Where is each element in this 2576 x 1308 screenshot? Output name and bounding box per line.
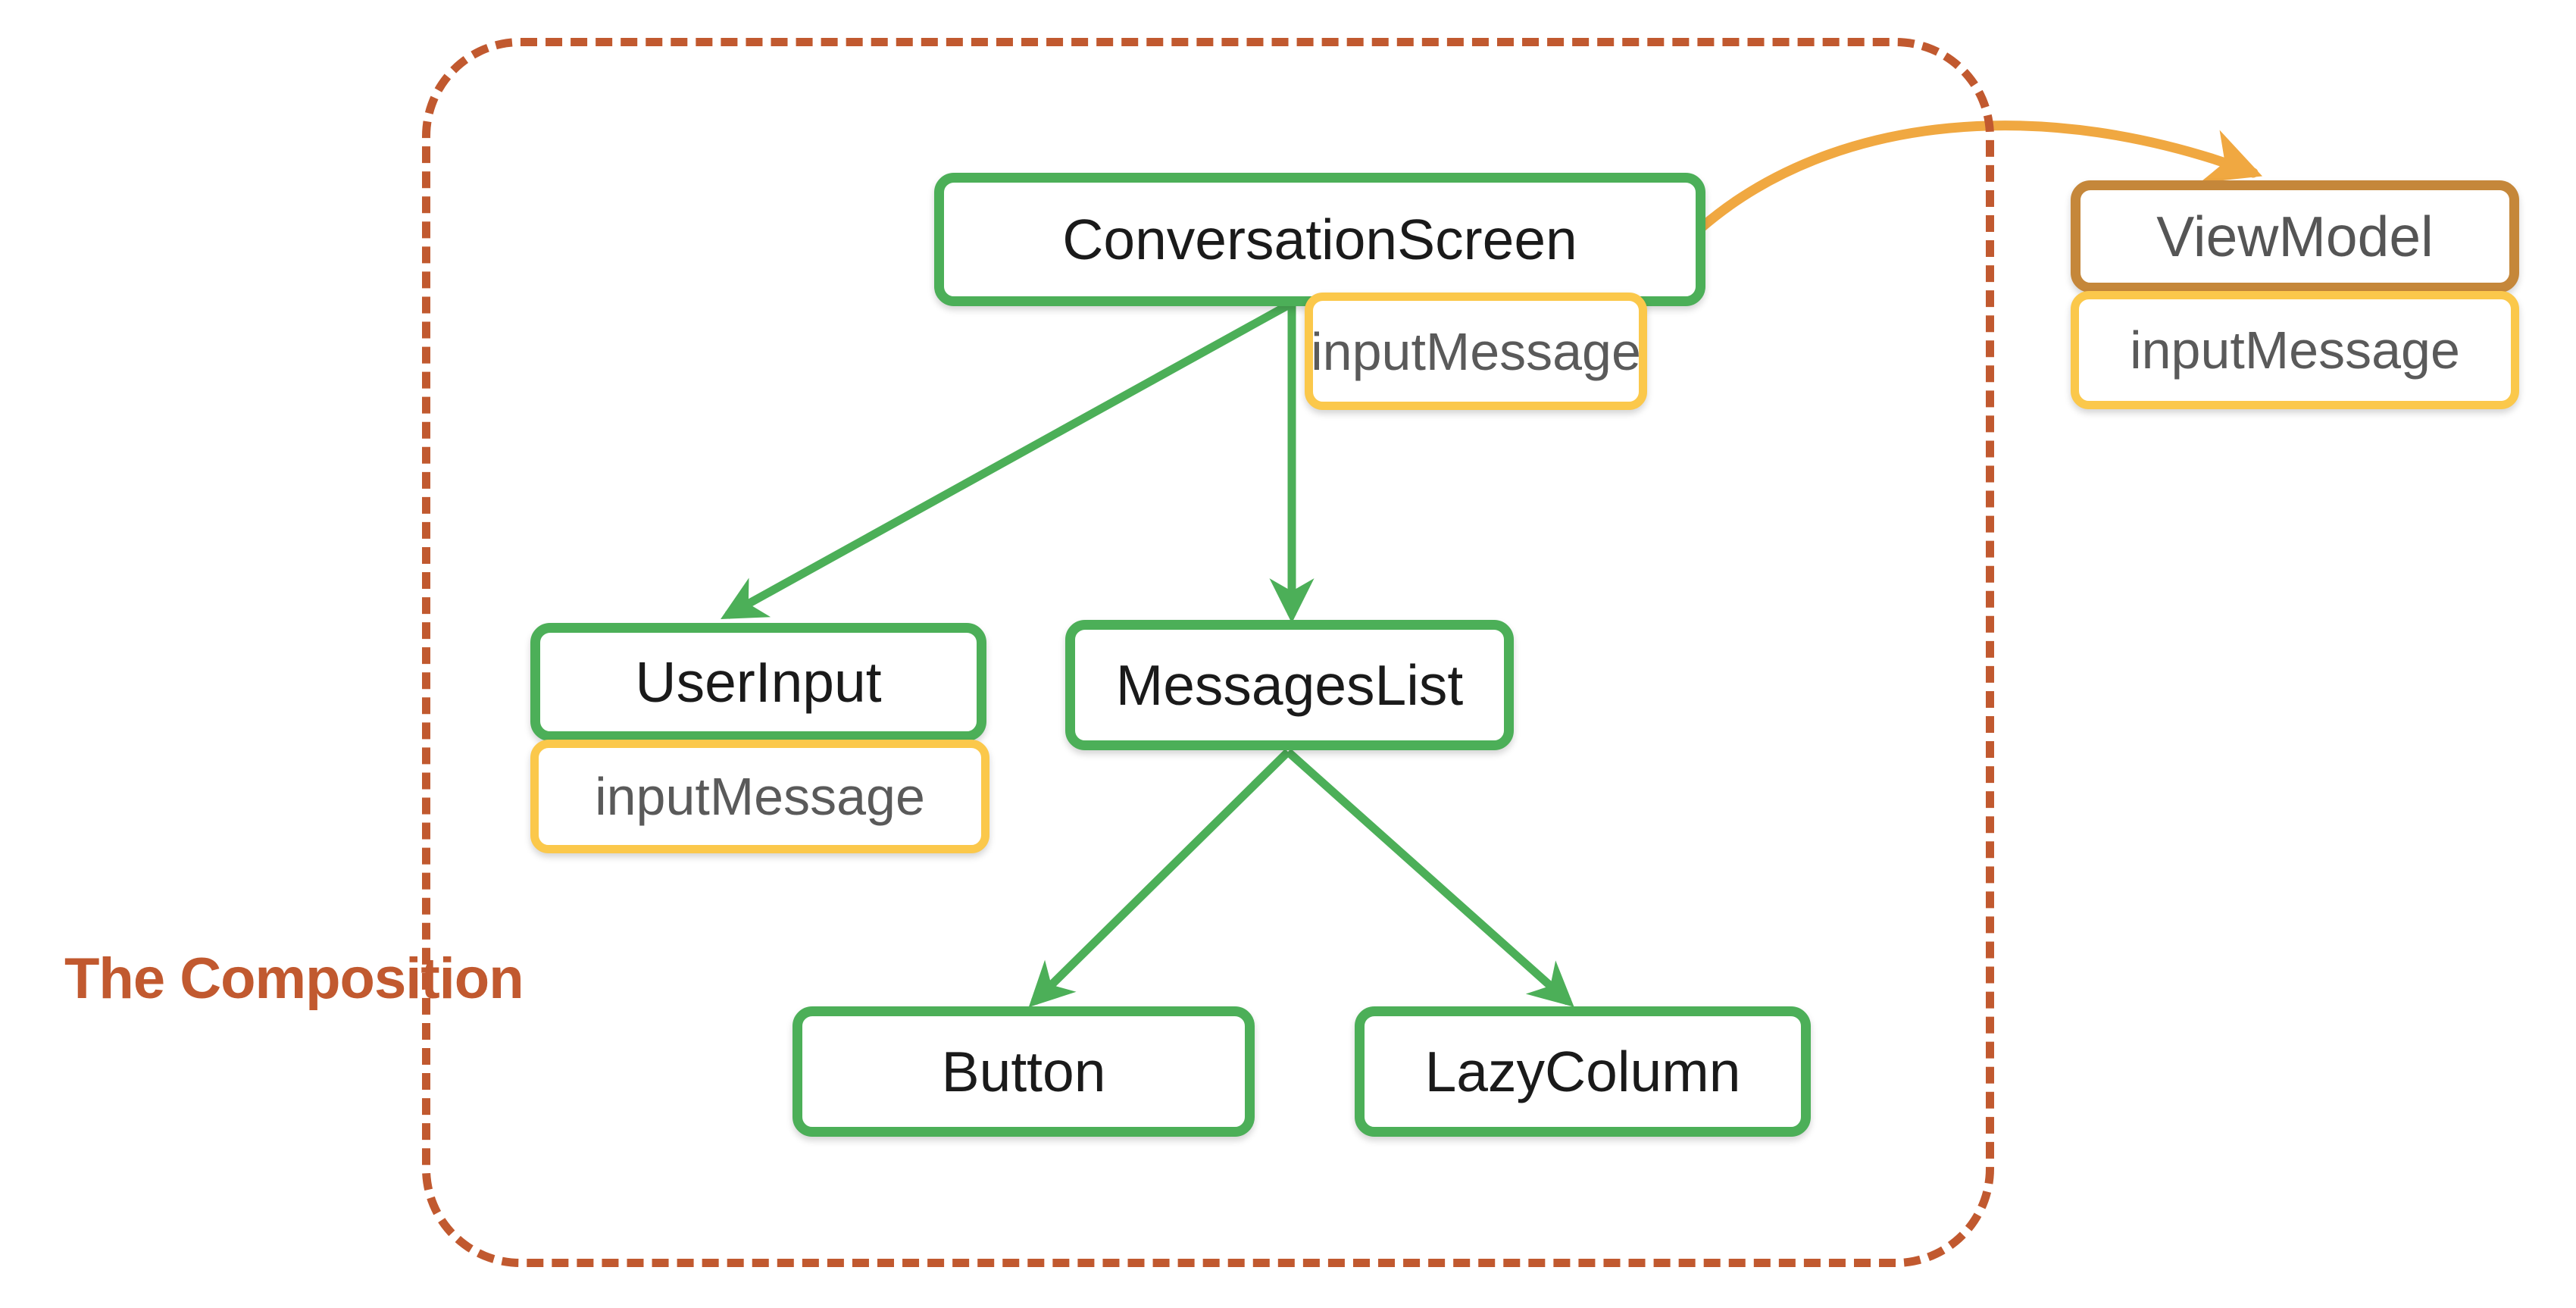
node-userinput-label: UserInput <box>635 649 882 714</box>
state-chip-conversationscreen-label: inputMessage <box>1311 321 1641 381</box>
node-messageslist-label: MessagesList <box>1115 652 1464 717</box>
node-conversationscreen[interactable]: ConversationScreen <box>934 173 1705 306</box>
composition-boundary <box>422 38 1994 1267</box>
node-lazycolumn[interactable]: LazyColumn <box>1355 1006 1811 1137</box>
composition-boundary-label: The Composition <box>64 947 524 1011</box>
state-chip-viewmodel-inputmessage[interactable]: inputMessage <box>2071 291 2519 409</box>
node-viewmodel-label: ViewModel <box>2156 204 2434 268</box>
node-button[interactable]: Button <box>792 1006 1255 1137</box>
state-chip-userinput-inputmessage[interactable]: inputMessage <box>530 740 989 853</box>
node-userinput[interactable]: UserInput <box>530 623 986 741</box>
node-button-label: Button <box>941 1039 1106 1103</box>
state-chip-userinput-label: inputMessage <box>595 767 925 826</box>
state-chip-viewmodel-label: inputMessage <box>2130 321 2460 380</box>
node-conversationscreen-label: ConversationScreen <box>1062 207 1577 271</box>
node-viewmodel[interactable]: ViewModel <box>2071 180 2519 293</box>
state-chip-conversationscreen-inputmessage[interactable]: inputMessage <box>1305 293 1647 410</box>
node-lazycolumn-label: LazyColumn <box>1424 1039 1741 1103</box>
node-messageslist[interactable]: MessagesList <box>1065 620 1514 750</box>
